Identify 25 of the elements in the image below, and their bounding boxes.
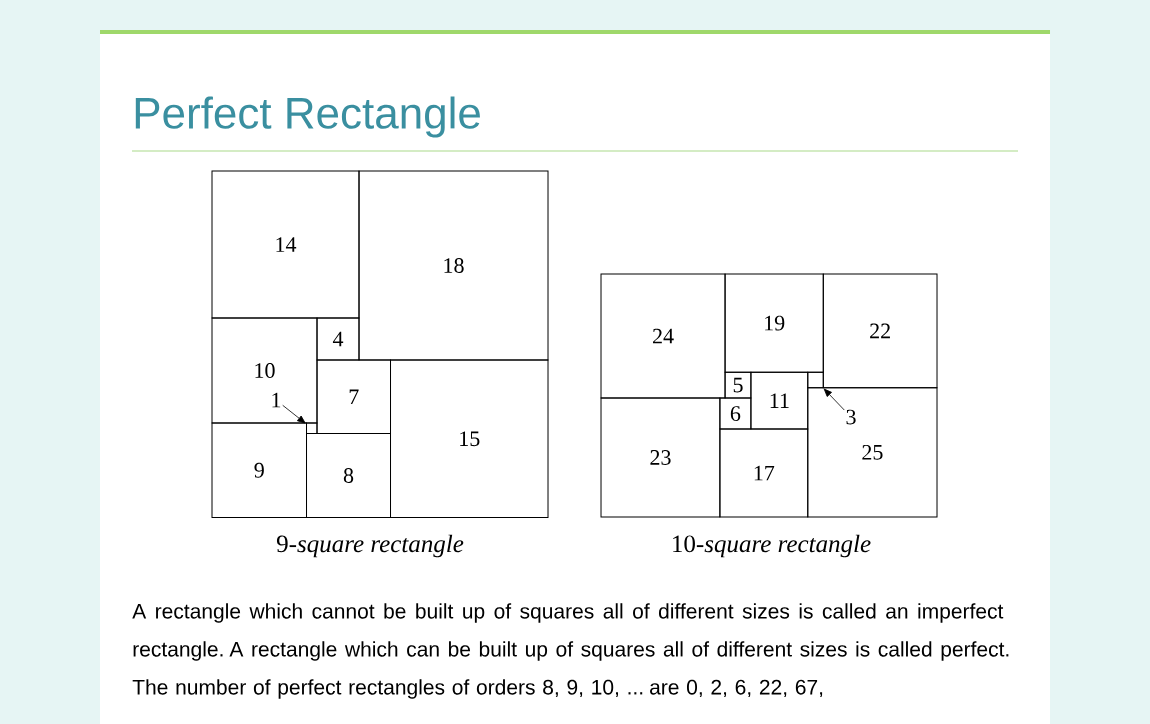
square-tile: 9 xyxy=(211,422,307,518)
square-tile: 17 xyxy=(719,428,809,518)
square-tile: 18 xyxy=(358,170,549,361)
square-tile: 6 xyxy=(719,397,752,430)
figure-caption: 10-square rectangle xyxy=(673,534,871,558)
square-tile: 19 xyxy=(724,273,824,373)
square-tile: 23 xyxy=(600,397,721,518)
small-square xyxy=(807,371,824,389)
square-tile: 22 xyxy=(822,273,938,389)
figure-caption: 9-square rectangle xyxy=(276,534,464,558)
square-tile: 4 xyxy=(316,317,360,361)
square-tile: 14 xyxy=(211,170,360,319)
square-label: 3 xyxy=(846,409,856,425)
square-tile: 24 xyxy=(600,273,726,399)
square-tile: 11 xyxy=(750,371,809,430)
leader-arrow xyxy=(282,404,306,424)
square-tile: 15 xyxy=(390,359,549,518)
page-title: Perfect Rectangle xyxy=(135,96,480,138)
square-tile: 7 xyxy=(316,359,391,434)
paragraph: A rectangle which cannot be built up of squares all of different sizes is called an imperfect rectangle. A rectangle which can be built up of squares all of different sizes is called perfect. The number of perfect rectangles of orders 8, 9, 10, ... are 0, 2, 6, 22, 67, xyxy=(132,603,1009,699)
small-square xyxy=(306,422,318,434)
square-label: 1 xyxy=(272,392,281,408)
square-tile: 5 xyxy=(724,371,752,399)
square-tile: 8 xyxy=(306,433,391,518)
leader-arrow xyxy=(823,388,845,411)
